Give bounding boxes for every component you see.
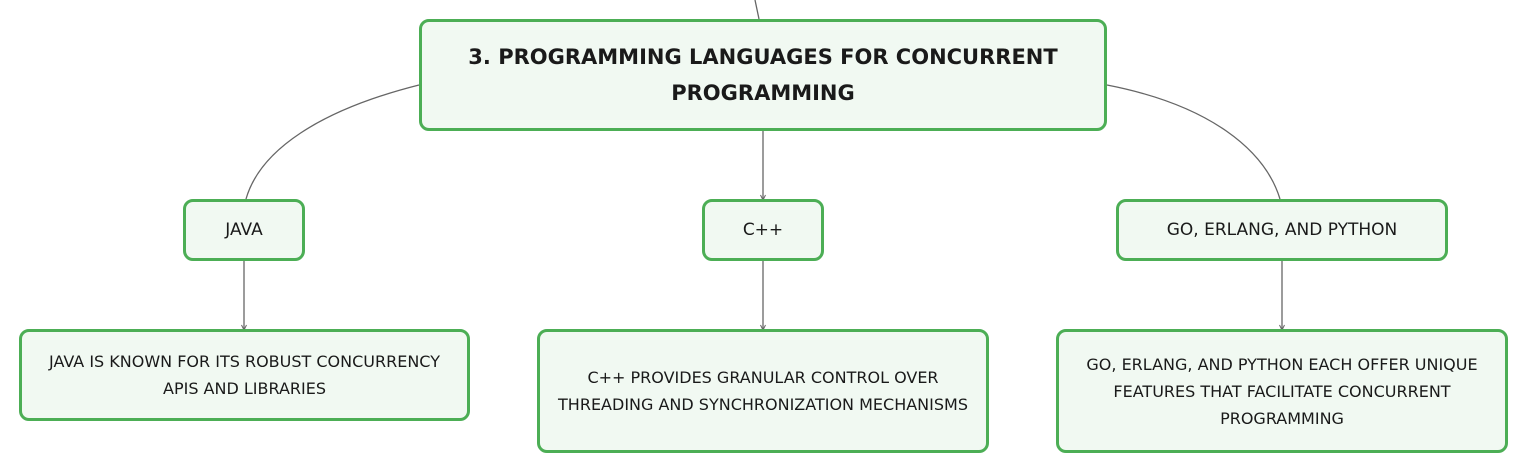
detail-node-cpp[interactable]: C++ PROVIDES GRANULAR CONTROL OVER THREA…	[537, 329, 989, 453]
connector-parent-to-root	[754, 0, 760, 20]
root-node-label: 3. PROGRAMMING LANGUAGES FOR CONCURRENT …	[468, 45, 1058, 105]
topic-node-java-label: JAVA	[225, 220, 263, 240]
detail-node-java-text: JAVA IS KNOWN FOR ITS ROBUST CONCURRENCY…	[49, 352, 440, 398]
topic-node-cpp-label: C++	[742, 220, 784, 240]
detail-node-cpp-text: C++ PROVIDES GRANULAR CONTROL OVER THREA…	[558, 368, 968, 414]
root-node[interactable]: 3. PROGRAMMING LANGUAGES FOR CONCURRENT …	[419, 19, 1107, 131]
connector-root-to-java	[245, 84, 420, 200]
topic-node-go-erlang-python-label: GO, ERLANG, AND PYTHON	[1166, 220, 1398, 240]
detail-node-java[interactable]: JAVA IS KNOWN FOR ITS ROBUST CONCURRENCY…	[19, 329, 470, 421]
topic-node-go-erlang-python[interactable]: GO, ERLANG, AND PYTHON	[1116, 199, 1448, 261]
topic-node-cpp[interactable]: C++	[702, 199, 824, 261]
detail-node-go-erlang-python[interactable]: GO, ERLANG, AND PYTHON EACH OFFER UNIQUE…	[1056, 329, 1508, 453]
connector-root-to-others	[1106, 84, 1281, 200]
topic-node-java[interactable]: JAVA	[183, 199, 305, 261]
detail-node-go-erlang-python-text: GO, ERLANG, AND PYTHON EACH OFFER UNIQUE…	[1086, 354, 1478, 428]
